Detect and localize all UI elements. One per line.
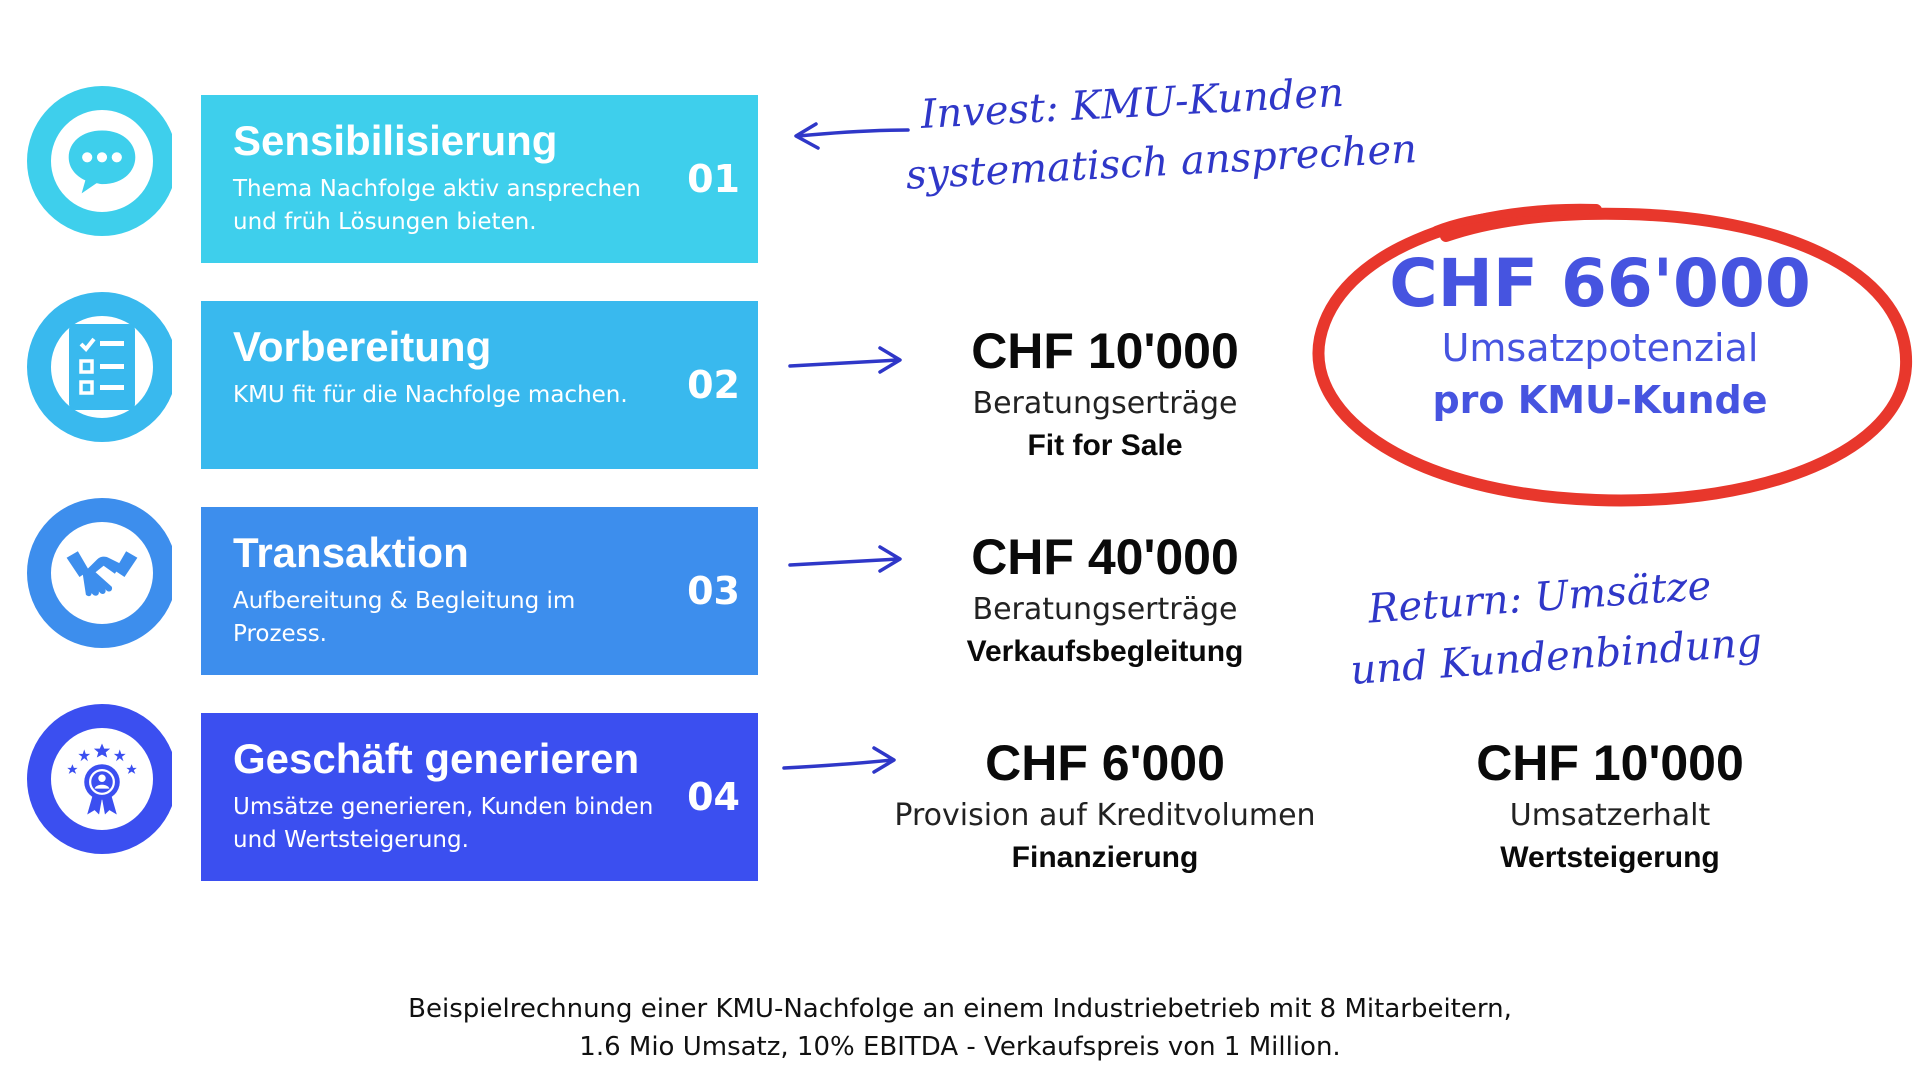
step-1-ring: [27, 86, 177, 236]
total-potential: CHF 66'000 Umsatzpotenzial pro KMU-Kunde: [1360, 246, 1840, 426]
step-1-banner: Sensibilisierung Thema Nachfolge aktiv a…: [201, 95, 758, 263]
handshake-icon: [65, 536, 139, 610]
step-3-ring: [27, 498, 177, 648]
amount-value: CHF 6'000: [985, 735, 1225, 791]
step-4-title: Geschäft generieren: [233, 735, 640, 782]
return-annotation: Return: Umsätze und Kundenbindung: [1349, 553, 1764, 700]
arrow-to-amount-1: [788, 346, 902, 374]
amount-finanzierung: CHF 6'000 Provision auf Kreditvolumen Fi…: [855, 734, 1355, 880]
amount-label: Beratungserträge: [972, 592, 1238, 627]
step-1-description: Thema Nachfolge aktiv ansprechen und frü…: [233, 176, 641, 235]
checklist-icon: [65, 324, 139, 410]
arrow-to-amount-3: [782, 746, 896, 774]
amount-category: Wertsteigerung: [1500, 841, 1720, 874]
amount-value: CHF 10'000: [1476, 735, 1744, 791]
step-2-description: KMU fit für die Nachfolge machen.: [233, 382, 628, 408]
step-4-ring: [27, 704, 177, 854]
step-4-description: Umsätze generieren, Kunden binden und We…: [233, 794, 654, 853]
total-label: Umsatzpotenzial: [1441, 326, 1759, 370]
award-badge-icon: [65, 742, 139, 816]
amount-value: CHF 10'000: [971, 323, 1239, 379]
invest-arrow: [794, 122, 910, 150]
step-1-number: 01: [687, 157, 740, 201]
amount-label: Beratungserträge: [972, 386, 1238, 421]
amount-fit-for-sale: CHF 10'000 Beratungserträge Fit for Sale: [905, 322, 1305, 468]
step-1-title: Sensibilisierung: [233, 117, 558, 164]
amount-wertsteigerung: CHF 10'000 Umsatzerhalt Wertsteigerung: [1410, 734, 1810, 880]
step-3-number: 03: [687, 569, 740, 613]
footnote-line2: 1.6 Mio Umsatz, 10% EBITDA - Verkaufspre…: [579, 1032, 1341, 1062]
amount-verkaufsbegleitung: CHF 40'000 Beratungserträge Verkaufsbegl…: [905, 528, 1305, 674]
step-2-title: Vorbereitung: [233, 323, 492, 370]
highlight-circle: [1312, 203, 1913, 507]
chat-bubble-icon: [65, 124, 139, 198]
amount-category: Finanzierung: [1011, 841, 1199, 874]
step-2-number: 02: [687, 363, 740, 407]
amount-category: Verkaufsbegleitung: [966, 635, 1244, 668]
step-2-banner: Vorbereitung KMU fit für die Nachfolge m…: [201, 301, 758, 469]
step-3-title: Transaktion: [233, 529, 469, 576]
footnote-line1: Beispielrechnung einer KMU-Nachfolge an …: [408, 994, 1512, 1024]
step-3-description: Aufbereitung & Begleitung im Prozess.: [233, 588, 576, 647]
amount-category: Fit for Sale: [1027, 429, 1183, 462]
step-3-banner: Transaktion Aufbereitung & Begleitung im…: [201, 507, 758, 675]
arrow-to-amount-2: [788, 545, 902, 573]
step-4-number: 04: [687, 775, 740, 819]
footnote: Beispielrechnung einer KMU-Nachfolge an …: [0, 990, 1920, 1066]
amount-value: CHF 40'000: [971, 529, 1239, 585]
total-value: CHF 66'000: [1389, 245, 1811, 322]
step-2-ring: [27, 292, 177, 442]
step-4-banner: Geschäft generieren Umsätze generieren, …: [201, 713, 758, 881]
total-category: pro KMU-Kunde: [1432, 378, 1768, 422]
amount-label: Provision auf Kreditvolumen: [894, 798, 1316, 833]
amount-label: Umsatzerhalt: [1509, 798, 1711, 833]
invest-annotation: Invest: KMU-Kunden systematisch ansprech…: [905, 59, 1418, 205]
